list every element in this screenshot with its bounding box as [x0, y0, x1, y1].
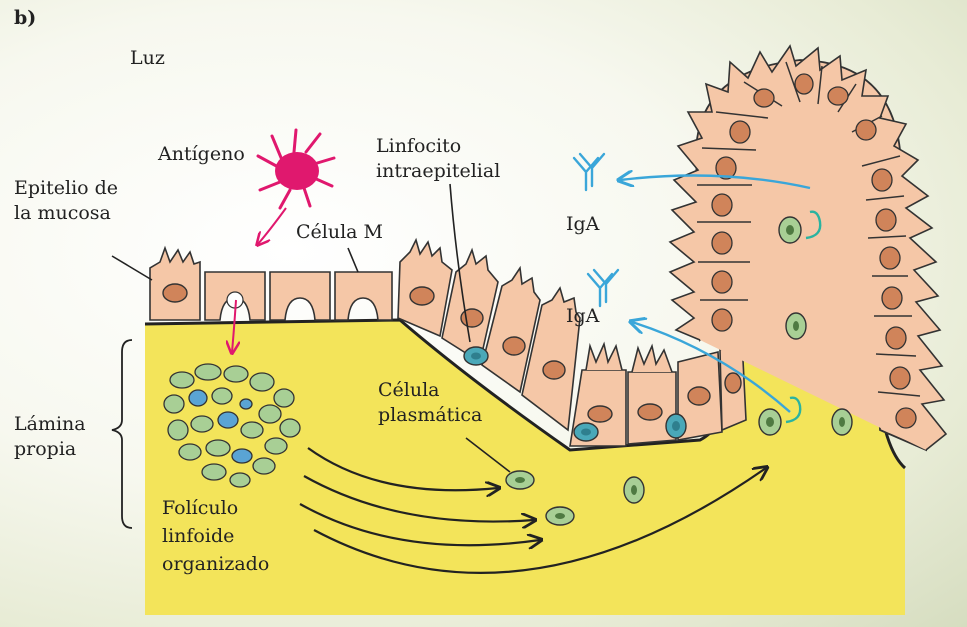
lymphoid-follicle-label-line3: organizado: [162, 550, 269, 578]
epithelial-cell: [398, 240, 452, 336]
plasma-cell-label: Célula plasmática: [378, 378, 482, 428]
plasma-cell-label-line1: Célula: [378, 378, 482, 403]
plasma-cell: [832, 409, 852, 435]
mucosal-epithelium-label-line2: la mucosa: [14, 201, 118, 226]
plasma-cell: [786, 313, 806, 339]
plasma-cell: [624, 477, 644, 503]
lymphoid-follicle-label: Folículo linfoide organizado: [162, 494, 269, 578]
antigen: [258, 130, 334, 208]
lamina-propia-brace: [112, 340, 132, 528]
epithelial-cell: [150, 248, 200, 320]
mucosal-epithelium-label: Epitelio de la mucosa: [14, 176, 118, 226]
panel-letter: b): [14, 6, 36, 31]
plasma-cell: [506, 471, 534, 489]
lamina-propia-label-line2: propia: [14, 437, 86, 462]
lamina-propia-label-line1: Lámina: [14, 412, 86, 437]
antigen-uptake-arrow: [258, 208, 286, 244]
intraepithelial-lymphocyte-label-line1: Linfocito: [376, 134, 500, 159]
intraepithelial-lymphocyte-label: Linfocito intraepitelial: [376, 134, 500, 184]
plasma-cell: [759, 409, 781, 435]
mucosal-epithelium-label-line1: Epitelio de: [14, 176, 118, 201]
iga-label-upper: IgA: [566, 212, 599, 237]
antigen-label: Antígeno: [158, 142, 245, 167]
lumen-label: Luz: [130, 46, 165, 71]
iga-label-lower: IgA: [566, 304, 599, 329]
lymphoid-follicle-label-line2: linfoide: [162, 522, 269, 550]
m-cell: [270, 272, 330, 320]
m-cell-label: Célula M: [296, 220, 383, 245]
plasma-cell-label-line2: plasmática: [378, 403, 482, 428]
m-cell: [335, 272, 392, 320]
lymphoid-follicle-label-line1: Folículo: [162, 494, 269, 522]
plasma-cell: [546, 507, 574, 525]
plasma-cell: [779, 217, 801, 243]
epithelium-flat-segment: [150, 248, 392, 320]
lamina-propia-label: Lámina propia: [14, 412, 86, 462]
intraepithelial-lymphocyte-label-line2: intraepitelial: [376, 159, 500, 184]
